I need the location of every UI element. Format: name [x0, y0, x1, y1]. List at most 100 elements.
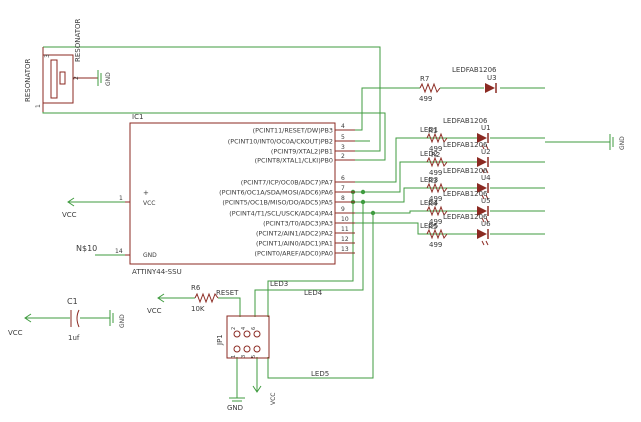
- resonator-ref: RESONATOR: [24, 58, 32, 102]
- led-resistor-ref: R2: [431, 151, 440, 159]
- led-resistor-value: 499: [429, 241, 442, 249]
- led-emission-arrow: [485, 168, 489, 174]
- r6-part[interactable]: R6 10K RESET: [191, 284, 239, 313]
- ic1-pin-number: 12: [341, 236, 349, 243]
- ic1-pin-number: 2: [341, 153, 345, 160]
- ic1-pin-label: (PCINT2/AIN1/ADC2)PA2: [256, 230, 333, 238]
- jp1-part[interactable]: JP1 2 4 6 1 3 5: [216, 315, 270, 359]
- led-diode-ref: U5: [481, 197, 491, 205]
- led-diode[interactable]: [477, 206, 487, 216]
- wire-pa7: [355, 137, 462, 183]
- led-diode[interactable]: [477, 229, 487, 239]
- led-resistor[interactable]: [426, 182, 448, 194]
- r7-value: 499: [419, 95, 432, 103]
- c1-ref: C1: [67, 297, 78, 306]
- led-bank: R1499LEDFAB1206U1LED1R2499LEDFAB1206U2LE…: [420, 117, 491, 249]
- resonator-pin1: 1: [35, 104, 42, 108]
- led-emission-arrow: [485, 144, 489, 150]
- ic1-pin-label: (PCINT4/T1/SCL/USCK/ADC4)PA4: [229, 210, 333, 218]
- wire-led4: [254, 202, 364, 317]
- ic1-pin-number: 10: [341, 216, 349, 223]
- led-diode-value: LEDFAB1206: [443, 167, 488, 175]
- u3-ref: U3: [487, 74, 497, 82]
- ic1-part[interactable]: IC1 ATTINY44-SSU VCC GND + 1 14 (PCINT11…: [115, 113, 355, 276]
- led-diode-ref: U6: [481, 220, 491, 228]
- led3-net-label: LED3: [270, 280, 288, 288]
- c1-value: 1uf: [68, 334, 80, 342]
- junction-pa6b: [360, 189, 366, 195]
- gnd-led-label: GND: [619, 136, 626, 150]
- r7-part[interactable]: R7 499: [419, 75, 441, 103]
- resonator-part[interactable]: RESONATOR RESONATOR 3 2 1 GND: [24, 18, 112, 112]
- led-diode[interactable]: [477, 157, 487, 167]
- ic1-pin-label: (PCINT10/INT0/OC0A/CKOUT)PB2: [228, 138, 333, 146]
- ic1-pin-label: (PCINT0/AREF/ADC0)PA0: [255, 250, 333, 258]
- resonator-pin3: 3: [44, 54, 51, 58]
- ic1-ref: IC1: [132, 113, 143, 121]
- led-resistor-value: 499: [429, 145, 442, 153]
- ic1-pin-number: 5: [341, 134, 345, 141]
- led-resistor-ref: R1: [428, 127, 437, 135]
- n10-label: N$10: [76, 244, 97, 253]
- wire-pb3: [355, 87, 420, 131]
- vcc-jp-symbol: VCC: [252, 385, 277, 405]
- vcc-ic-label: VCC: [62, 211, 77, 219]
- led-resistor[interactable]: [426, 132, 448, 144]
- u3-value: LEDFAB1206: [452, 66, 497, 74]
- wire-led5: [267, 213, 374, 379]
- gnd-c1-symbol: GND: [109, 310, 126, 328]
- led-resistor-ref: R3: [428, 177, 437, 185]
- gnd-jp-label: GND: [227, 404, 243, 412]
- led-resistor-ref: R5: [428, 223, 437, 231]
- ic1-pin-label: (PCINT1/AIN0/ADC1)PA1: [256, 240, 333, 248]
- led-diode-value: LEDFAB1206: [443, 190, 488, 198]
- led-diode[interactable]: [477, 133, 487, 143]
- reset-label: RESET: [216, 289, 239, 297]
- led-emission-arrow: [485, 194, 489, 200]
- jp1-pin-1: 1: [231, 355, 237, 358]
- led-emission-arrow: [485, 217, 489, 223]
- led-resistor-ref: R4: [428, 200, 438, 208]
- ic1-plus-marker: +: [143, 189, 149, 197]
- led-emission-arrow: [481, 194, 485, 200]
- led-diode-ref: U4: [481, 174, 491, 182]
- ic1-pin-number: 11: [341, 226, 349, 233]
- u3-part[interactable]: LEDFAB1206 U3: [452, 66, 497, 93]
- gnd-c1-label: GND: [119, 314, 126, 328]
- wire-res3-pb1: [43, 46, 381, 152]
- jp1-pin-2: 2: [231, 327, 237, 330]
- led5-net-label: LED5: [311, 370, 329, 378]
- led-diode-value: LEDFAB1206: [443, 117, 488, 125]
- led-resistor[interactable]: [426, 228, 448, 240]
- led-resistor[interactable]: [426, 156, 448, 168]
- led-diode[interactable]: [477, 183, 487, 193]
- c1-part[interactable]: C1 1uf: [67, 297, 80, 342]
- led-resistor-value: 499: [429, 195, 442, 203]
- junction-pa5: [360, 199, 366, 205]
- junction-pa4: [370, 210, 376, 216]
- resonator-pin2: 2: [73, 76, 80, 80]
- led-resistor[interactable]: [426, 205, 448, 217]
- led-resistor-value: 499: [429, 169, 442, 177]
- jp1-ref: JP1: [216, 334, 224, 346]
- vcc-c1-symbol: VCC: [8, 313, 32, 337]
- jp1-pin-6: 6: [251, 327, 257, 330]
- r6-ref: R6: [191, 284, 201, 292]
- gnd-led-symbol: GND: [609, 134, 626, 150]
- ic1-pin-label: (PCINT9/XTAL2)PB1: [271, 148, 333, 156]
- led-net-label: LED4: [420, 199, 439, 207]
- led4-net-label: LED4: [304, 289, 323, 297]
- r7-ref: R7: [420, 75, 429, 83]
- ic1-pin-number: 3: [341, 144, 345, 151]
- ic1-vcc-pin-num: 1: [119, 195, 123, 202]
- led-emission-arrow: [485, 240, 489, 246]
- jp1-pin-3: 3: [241, 355, 247, 358]
- led-diode-ref: U2: [481, 148, 491, 156]
- led-diode-value: LEDFAB1206: [443, 141, 488, 149]
- ic1-pin-number: 4: [341, 123, 345, 130]
- ic1-gnd-pin: GND: [143, 252, 157, 259]
- jp1-pin-4: 4: [241, 327, 247, 330]
- ic1-pin-label: (PCINT8/XTAL1/CLKI)PB0: [255, 157, 333, 165]
- vcc-jp-label: VCC: [270, 393, 277, 405]
